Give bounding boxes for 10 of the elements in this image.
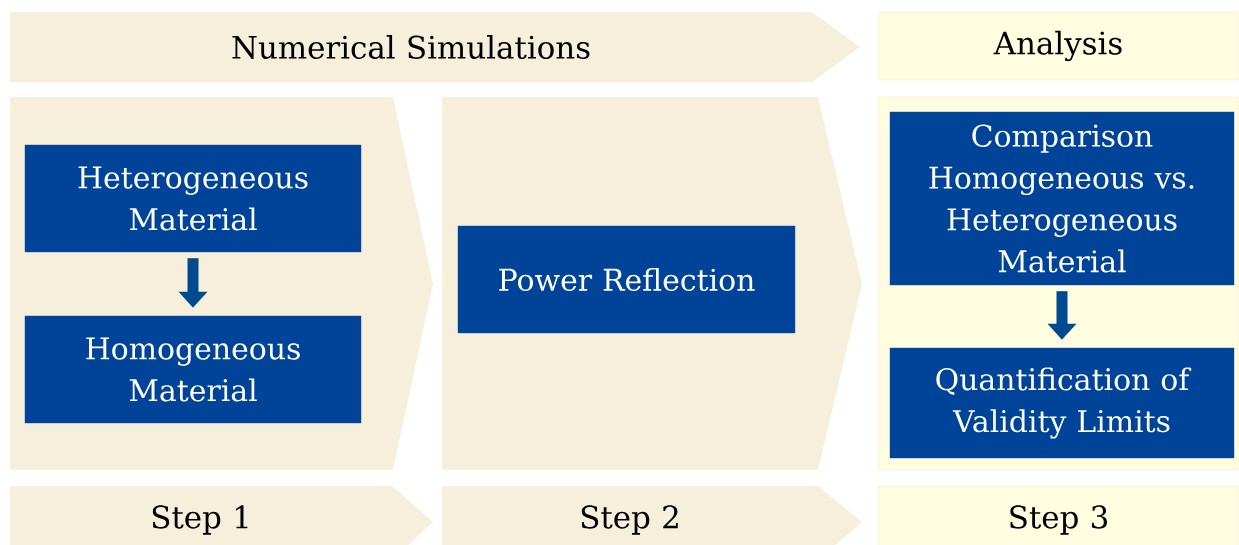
process-box: Quantification of Validity Limits	[889, 347, 1235, 459]
process-box: Comparison Homogeneous vs. Heterogeneous Material	[889, 111, 1235, 286]
process-box: Power Reflection	[457, 225, 796, 334]
process-box: Heterogeneous Material	[24, 144, 362, 253]
banner-box: Analysis	[877, 11, 1239, 81]
process-box: Homogeneous Material	[24, 315, 362, 424]
step-banner: Step 1	[10, 486, 433, 545]
step-banner: Step 2	[442, 486, 862, 545]
heading-banner: Numerical Simulations	[10, 12, 860, 82]
step-box: Step 3	[877, 485, 1239, 545]
